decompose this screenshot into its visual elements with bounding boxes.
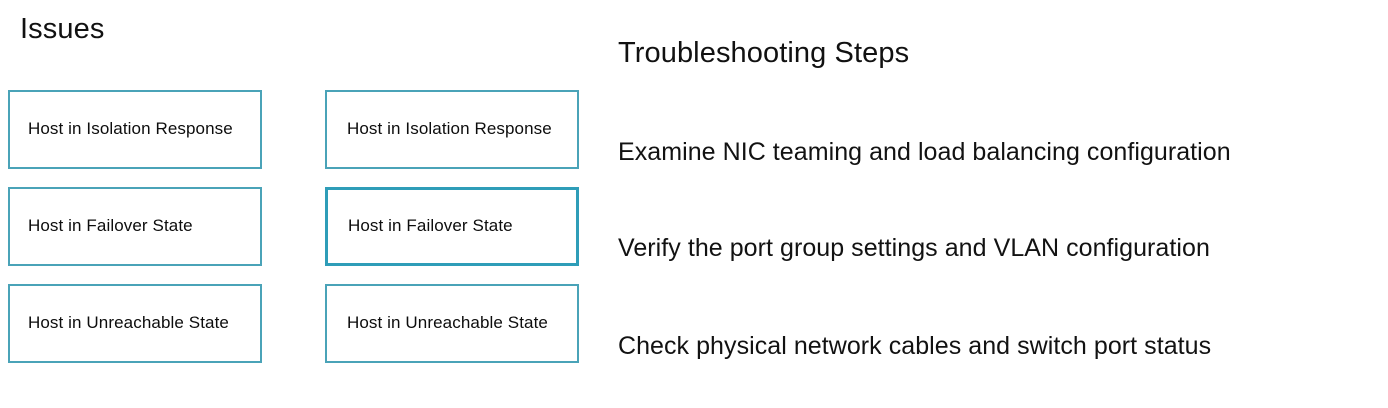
troubleshooting-steps-heading: Troubleshooting Steps — [618, 37, 910, 69]
troubleshooting-step: Examine NIC teaming and load balancing c… — [618, 138, 1231, 166]
issue-box-label: Host in Failover State — [348, 216, 513, 236]
issue-box-label: Host in Unreachable State — [28, 313, 229, 333]
issue-box-label: Host in Isolation Response — [28, 119, 233, 139]
issue-box-label: Host in Failover State — [28, 216, 193, 236]
troubleshooting-step: Verify the port group settings and VLAN … — [618, 234, 1210, 262]
issue-box-selected[interactable]: Host in Failover State — [325, 187, 579, 266]
issue-box[interactable]: Host in Failover State — [8, 187, 262, 266]
troubleshooting-steps-region: Troubleshooting Steps Examine NIC teamin… — [618, 0, 1378, 408]
troubleshooting-step: Check physical network cables and switch… — [618, 332, 1212, 360]
issue-box[interactable]: Host in Isolation Response — [325, 90, 579, 169]
issues-column-right: Host in Isolation Response Host in Failo… — [325, 90, 579, 363]
issues-heading: Issues — [20, 13, 105, 45]
issue-box-label: Host in Isolation Response — [347, 119, 552, 139]
issue-box-label: Host in Unreachable State — [347, 313, 548, 333]
issues-column-left: Host in Isolation Response Host in Failo… — [8, 90, 262, 363]
issue-box[interactable]: Host in Unreachable State — [325, 284, 579, 363]
issue-box[interactable]: Host in Unreachable State — [8, 284, 262, 363]
issue-box[interactable]: Host in Isolation Response — [8, 90, 262, 169]
